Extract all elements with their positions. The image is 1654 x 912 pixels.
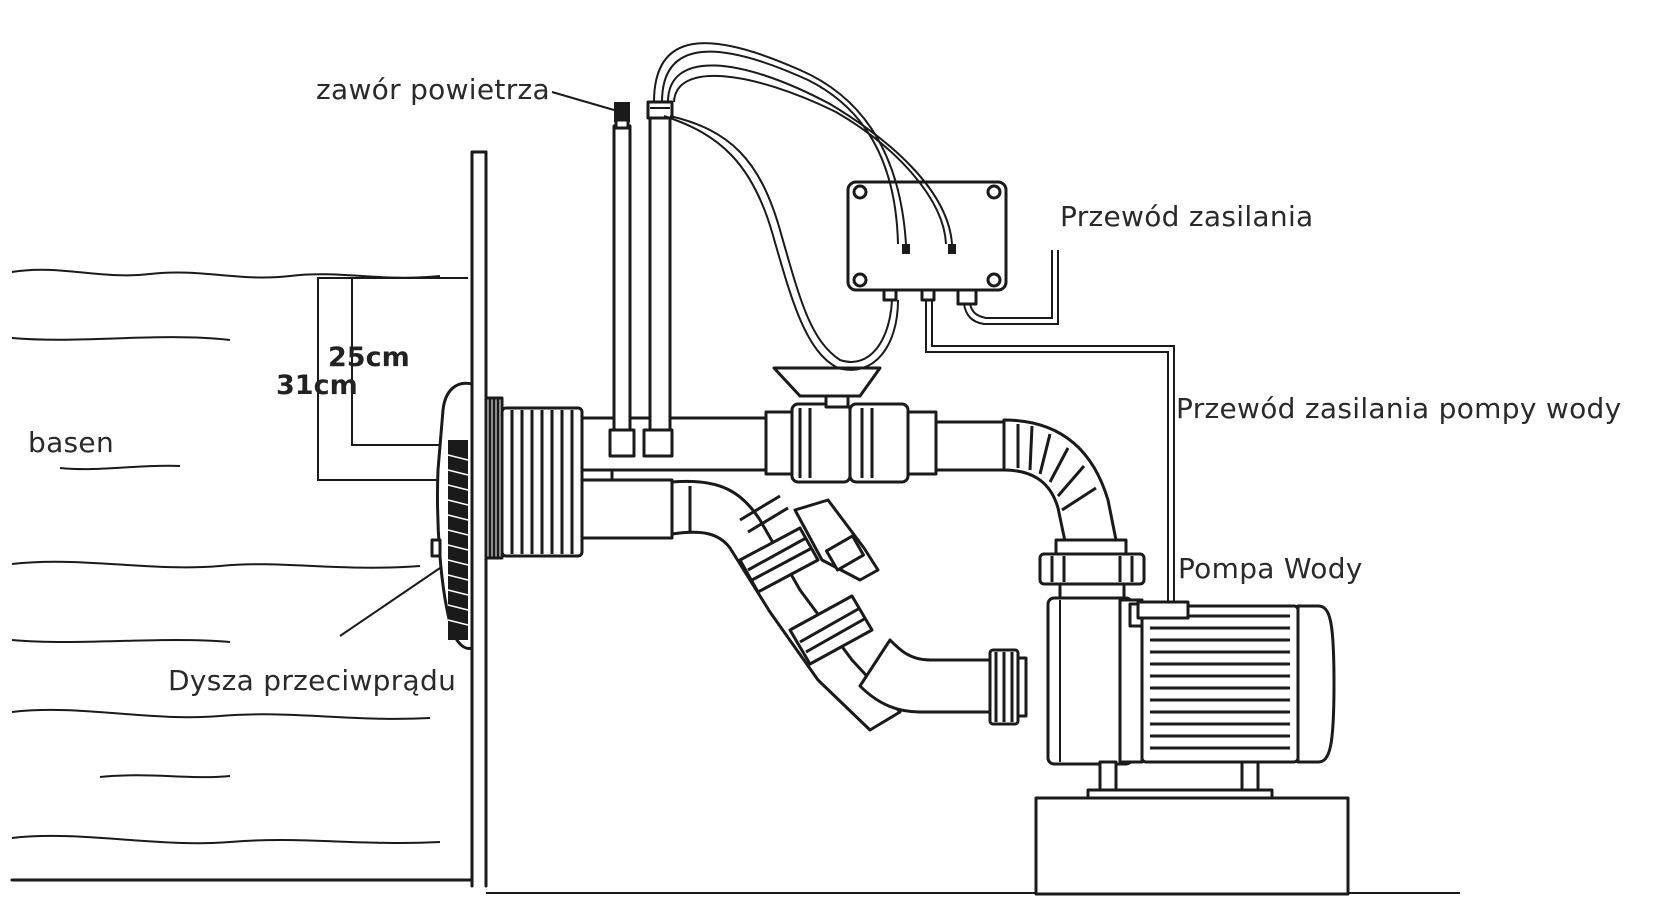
air-valve-leader <box>551 91 615 111</box>
label-pump-power-cable: Przewód zasilania pompy wody <box>1176 392 1621 425</box>
upper-return-pipe <box>934 418 1146 604</box>
control-tubes <box>653 42 953 371</box>
suction-valve <box>793 498 880 582</box>
label-pool: basen <box>28 426 114 459</box>
pump-power-cable <box>925 300 1175 604</box>
dimension-lines <box>317 277 468 481</box>
label-power-cable: Przewód zasilania <box>1060 200 1313 233</box>
jet-nozzle <box>430 381 474 650</box>
air-tubes <box>608 114 674 458</box>
label-water-pump: Pompa Wody <box>1178 552 1363 585</box>
power-cable <box>963 250 1059 325</box>
pool-water <box>11 268 441 845</box>
air-valve <box>614 100 674 130</box>
dimension-31cm: 31cm <box>276 370 358 401</box>
control-box <box>846 180 1008 306</box>
lower-pipe <box>580 478 1028 732</box>
label-jet-nozzle: Dysza przeciwprądu <box>168 664 456 697</box>
pump-base <box>1034 796 1350 896</box>
wall-flange <box>484 396 584 560</box>
jet-nozzle-leader <box>339 567 441 637</box>
ball-valve <box>764 366 938 484</box>
dimension-25cm: 25cm <box>328 342 410 373</box>
label-air-valve: zawór powietrza <box>316 73 550 106</box>
water-pump <box>1046 596 1336 800</box>
